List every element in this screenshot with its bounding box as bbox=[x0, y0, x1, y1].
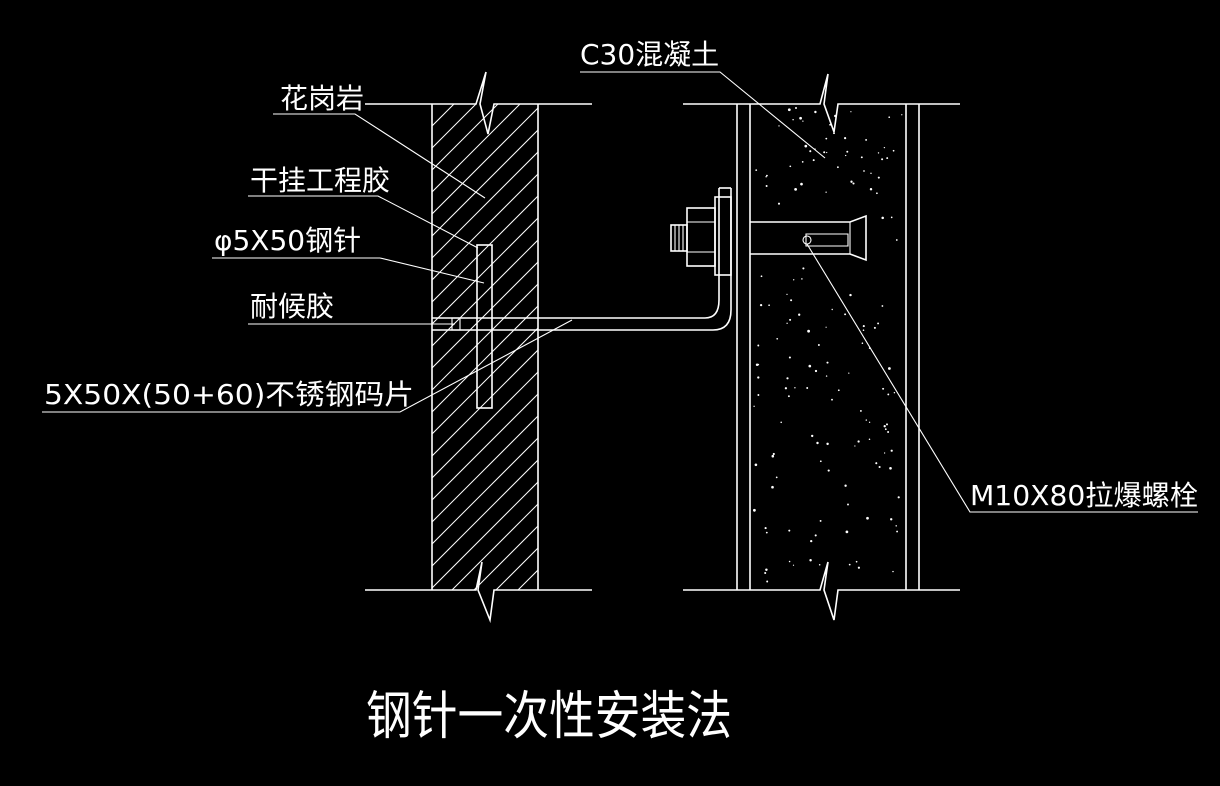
stainless-bracket bbox=[432, 187, 732, 331]
pin-label: φ5X50钢针 bbox=[214, 224, 361, 257]
granite-panel bbox=[365, 71, 592, 624]
concrete-wall bbox=[683, 73, 960, 621]
concrete-bottom-break-line bbox=[683, 561, 960, 621]
expansion-bolt bbox=[750, 214, 867, 262]
granite-bottom-break-line bbox=[365, 561, 592, 624]
concrete-top-break-line bbox=[683, 73, 960, 133]
concrete-label: C30混凝土 bbox=[580, 38, 719, 71]
granite-top-break-line bbox=[365, 71, 592, 135]
leader-lines bbox=[42, 71, 1198, 513]
steel-pin bbox=[476, 244, 493, 409]
bolt-label: M10X80拉爆螺栓 bbox=[970, 479, 1198, 512]
glue-label: 干挂工程胶 bbox=[250, 164, 390, 197]
granite-hatching bbox=[432, 104, 538, 590]
nut-assembly bbox=[670, 196, 732, 276]
granite-label: 花岗岩 bbox=[280, 82, 364, 115]
drawing-title: 钢针一次性安装法 bbox=[366, 687, 732, 747]
concrete-aggregate bbox=[753, 107, 903, 583]
bolt-anchor-point bbox=[802, 235, 812, 245]
bracket-label: 5X50X(50+60)不锈钢码片 bbox=[44, 378, 414, 411]
sealant-label: 耐候胶 bbox=[250, 290, 334, 323]
